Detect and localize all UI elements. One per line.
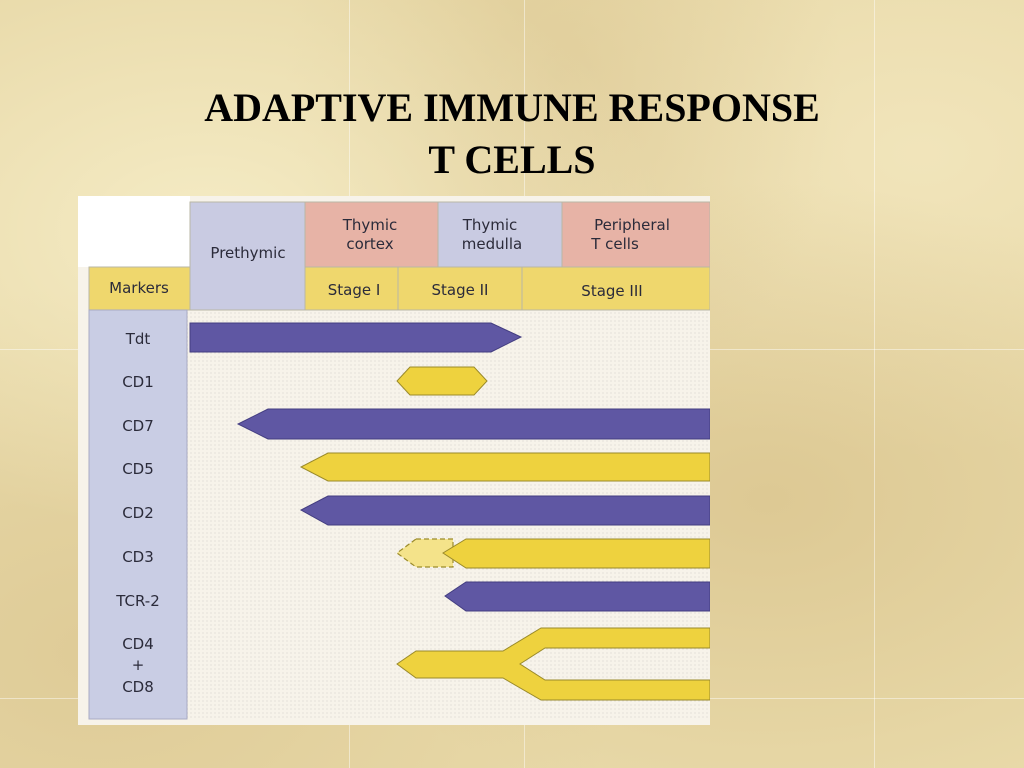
peripheral-header-line2: T cells [590, 235, 639, 253]
stage2-header-cell [397, 266, 523, 311]
cd1-expression-bar [396, 366, 488, 396]
cd4-cd8-branching-bar [396, 627, 710, 701]
marker-label-cd4: CD4 [122, 635, 154, 653]
marker-label-column [88, 309, 188, 720]
slide-title: ADAPTIVE IMMUNE RESPONSE [204, 85, 820, 130]
thymic-cortex-header-line1: Thymic [342, 216, 398, 234]
marker-label-cd3: CD3 [122, 548, 154, 566]
stage3-header-cell [521, 266, 710, 311]
t-cell-marker-diagram: Markers Prethymic Thymic cortex Thymic m… [78, 196, 710, 725]
stage1-header: Stage I [328, 281, 381, 299]
markers-header: Markers [109, 279, 169, 297]
header-blank-corner [78, 196, 190, 267]
marker-label-cd8: CD8 [122, 678, 154, 696]
tdt-expression-bar [189, 322, 523, 353]
marker-label-cd2: CD2 [122, 504, 154, 522]
diagram-svg: Markers Prethymic Thymic cortex Thymic m… [78, 196, 710, 720]
marker-label-cd1: CD1 [122, 373, 154, 391]
thymic-medulla-header-line1: Thymic [462, 216, 518, 234]
thymic-cortex-header-line2: cortex [346, 235, 393, 253]
marker-label-plus: + [132, 656, 145, 674]
cd5-expression-bar [299, 452, 710, 482]
stage1-header-cell [304, 266, 399, 311]
cd3-dashed-expression-bar [395, 538, 454, 568]
stage3-header: Stage III [581, 282, 642, 300]
prethymic-header: Prethymic [210, 244, 285, 262]
peripheral-header-line1: Peripheral [594, 216, 670, 234]
marker-label-tdt: Tdt [125, 330, 151, 348]
background-tile-divider [874, 0, 875, 768]
marker-label-cd7: CD7 [122, 417, 154, 435]
marker-label-cd5: CD5 [122, 460, 154, 478]
stage2-header: Stage II [432, 281, 489, 299]
cd7-expression-bar [236, 408, 710, 440]
cd3-expression-bar [442, 538, 710, 569]
tcr2-expression-bar [444, 581, 710, 612]
marker-label-tcr2: TCR-2 [115, 592, 160, 610]
cd2-expression-bar [299, 495, 710, 526]
slide-subtitle: T CELLS [428, 137, 596, 182]
thymic-medulla-header-line2: medulla [462, 235, 522, 253]
